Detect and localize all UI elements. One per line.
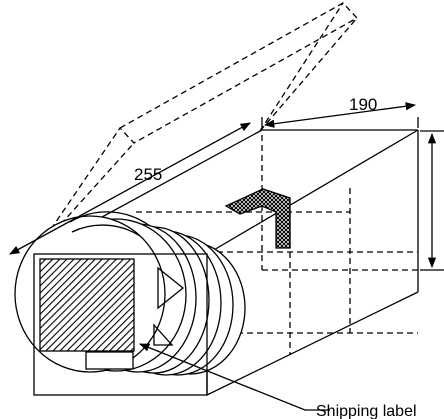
dimension-line-depth: [9, 122, 251, 255]
depth-dimension-label: 255: [134, 165, 162, 184]
dimension-line-width: [263, 102, 417, 128]
triangle-cutouts: [153, 266, 185, 346]
front-label-panel: [39, 258, 135, 352]
width-dimension-label: 190: [349, 95, 377, 114]
shipping-label-leader: [139, 343, 330, 411]
direction-arrow-mark: [224, 188, 291, 249]
shipping-label-callout: Shipping label: [316, 403, 417, 419]
shipping-label-rect: [85, 351, 134, 370]
